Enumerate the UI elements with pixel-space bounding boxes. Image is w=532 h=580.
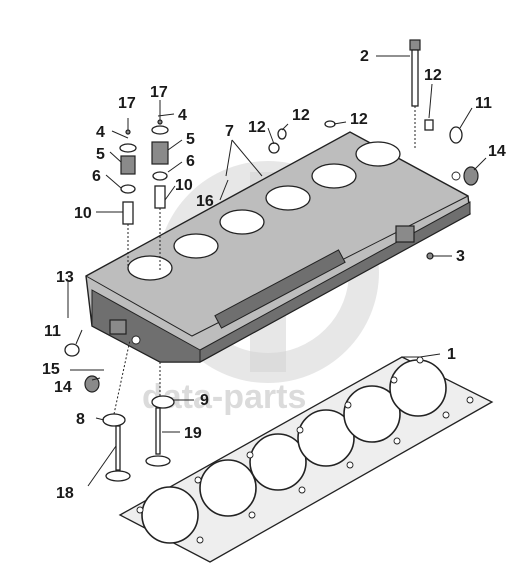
head-gasket [118, 356, 494, 563]
callout-4-left: 4 [96, 124, 105, 141]
head-bolt [409, 39, 421, 107]
exhaust-valve [145, 407, 171, 467]
callout-8: 8 [76, 411, 85, 428]
callout-11-left: 11 [44, 323, 61, 340]
callout-14-left: 14 [54, 379, 72, 396]
head-top-features [109, 141, 461, 345]
callout-10-left: 10 [74, 205, 92, 222]
intake-valve [105, 425, 131, 482]
callout-14-right: 14 [488, 143, 506, 160]
valve-seal-ring [102, 413, 126, 427]
alignment-lines [113, 106, 416, 415]
callout-12-c: 12 [350, 111, 368, 128]
dowel-sleeve [277, 128, 287, 140]
plug [84, 375, 100, 393]
dowel-sleeve [324, 120, 336, 128]
callout-4-right: 4 [178, 107, 187, 124]
callout-6-left: 6 [92, 168, 101, 185]
valve-spring-assembly-left [119, 129, 137, 225]
callout-12-bolt: 12 [424, 67, 442, 84]
plug [463, 166, 479, 186]
callout-13: 13 [56, 269, 74, 286]
callout-labels: 1 2 3 4 4 5 5 6 6 7 8 9 10 10 11 11 12 1… [42, 48, 506, 502]
callout-1: 1 [447, 346, 456, 363]
leader-lines [67, 55, 487, 487]
callout-6-right: 6 [186, 153, 195, 170]
callout-10-right: 10 [175, 177, 193, 194]
callout-2: 2 [360, 48, 369, 65]
cylinder-head [85, 131, 471, 363]
callout-12-a: 12 [248, 119, 266, 136]
callout-3: 3 [456, 248, 465, 265]
seal-ring [64, 343, 80, 357]
callout-17-right: 17 [150, 84, 168, 101]
callout-17-left: 17 [118, 95, 136, 112]
callout-19: 19 [184, 425, 202, 442]
callout-15: 15 [42, 361, 60, 378]
callout-18: 18 [56, 485, 74, 502]
seal-ring [449, 126, 463, 144]
o-ring [151, 395, 175, 409]
callout-9: 9 [200, 392, 209, 409]
dowel-sleeve [424, 119, 434, 131]
callout-12-b: 12 [292, 107, 310, 124]
valve-spring-assembly-right [151, 119, 169, 209]
dowel-sleeve [268, 142, 280, 154]
callout-16: 16 [196, 193, 214, 210]
callout-5-right: 5 [186, 131, 195, 148]
callout-7: 7 [225, 123, 234, 140]
callout-11-right: 11 [475, 95, 492, 112]
callout-5-left: 5 [96, 146, 105, 163]
